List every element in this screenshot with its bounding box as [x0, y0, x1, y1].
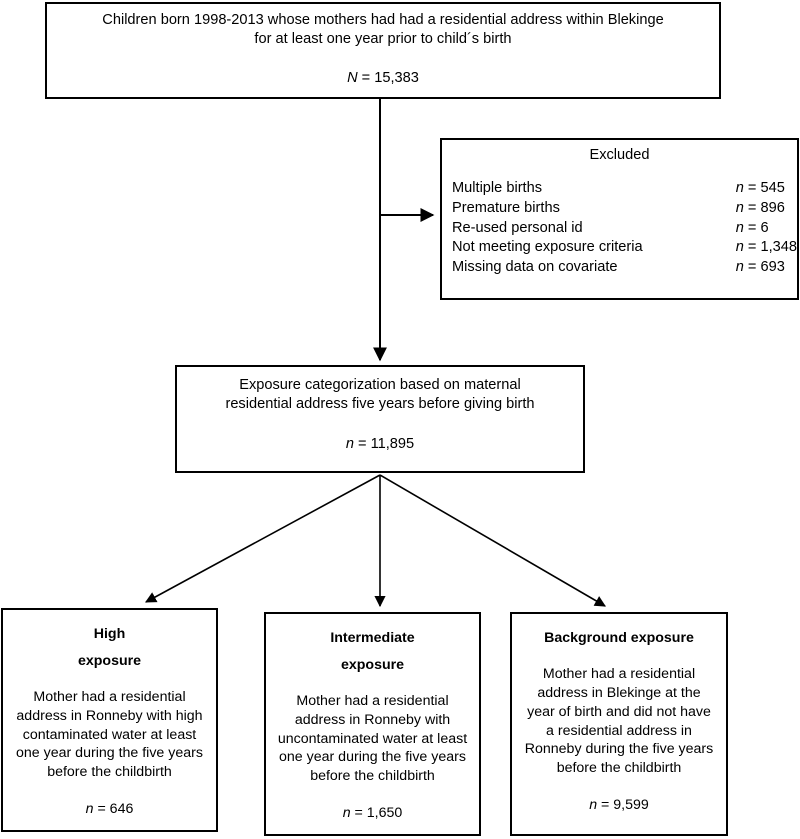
excluded-reason-value: = 545: [743, 180, 785, 197]
excluded-box: Excluded Multiple births n = 545 Prematu…: [440, 138, 799, 300]
excluded-reason-count: n = 896: [732, 199, 797, 219]
excluded-reason-label: Premature births: [452, 199, 560, 216]
excluded-reason-count: n = 545: [732, 179, 797, 199]
connector-exposure-to-background: [379, 474, 606, 607]
group-count: n = 1,650: [276, 804, 469, 823]
exposure-categorization-count-symbol: n: [345, 435, 354, 452]
excluded-reason-value: = 896: [743, 199, 785, 216]
group-box-background-exposure: Background exposure Mother had a residen…: [510, 612, 728, 836]
connector-exposure-to-high: [145, 474, 381, 603]
excluded-reason-count: n = 693: [732, 258, 797, 278]
excluded-reason-label: Re-used personal id: [452, 219, 583, 236]
source-cohort-count: N = 15,383: [57, 69, 709, 88]
excluded-reason-count: n = 1,348: [732, 238, 797, 258]
group-description: Mother had a residential address in Blek…: [524, 665, 714, 777]
exposure-categorization-count-value: = 11,895: [353, 435, 415, 452]
excluded-reason-symbol: n: [735, 180, 744, 197]
exposure-categorization-count: n = 11,895: [187, 435, 573, 454]
excluded-reason-value: = 1,348: [743, 239, 797, 256]
excluded-reason-label: Missing data on covariate: [452, 258, 618, 275]
excluded-reason-label: Not meeting exposure criteria: [452, 239, 643, 256]
group-count: n = 646: [13, 800, 206, 819]
group-count-symbol: n: [589, 797, 598, 814]
excluded-reasons-table: Multiple births n = 545 Premature births…: [442, 179, 797, 277]
group-count-value: = 9,599: [597, 797, 649, 814]
group-heading-line-1: Background exposure: [544, 630, 694, 646]
table-row: Multiple births n = 545: [442, 179, 797, 199]
excluded-reason-symbol: n: [735, 258, 744, 275]
group-heading-line-2: exposure: [340, 656, 405, 673]
source-cohort-count-symbol: N: [347, 69, 358, 86]
excluded-reason-label: Multiple births: [452, 180, 543, 197]
excluded-reason-value: = 6: [743, 219, 769, 236]
excluded-reason-symbol: n: [735, 219, 744, 236]
group-description: Mother had a residential address in Ronn…: [16, 688, 203, 781]
table-row: Missing data on covariate n = 693: [442, 258, 797, 278]
table-row: Premature births n = 896: [442, 199, 797, 219]
excluded-title: Excluded: [589, 147, 650, 163]
source-cohort-count-value: = 15,383: [357, 69, 419, 86]
excluded-reason-symbol: n: [735, 199, 744, 216]
source-cohort-box: Children born 1998-2013 whose mothers ha…: [45, 2, 721, 99]
group-count-symbol: n: [342, 805, 351, 822]
table-row: Not meeting exposure criteria n = 1,348: [442, 238, 797, 258]
group-box-intermediate-exposure: Intermediate exposure Mother had a resid…: [264, 612, 481, 836]
excluded-reason-value: = 693: [743, 258, 785, 275]
group-count-value: = 646: [93, 801, 134, 818]
group-heading-line-1: Intermediate: [330, 630, 415, 646]
excluded-reason-count: n = 6: [732, 219, 797, 239]
source-cohort-line-2: for at least one year prior to child´s b…: [254, 31, 512, 48]
group-count: n = 9,599: [522, 796, 716, 815]
source-cohort-line-1: Children born 1998-2013 whose mothers ha…: [102, 12, 664, 28]
exposure-categorization-box: Exposure categorization based on materna…: [175, 365, 585, 473]
exposure-categorization-line-1: Exposure categorization based on materna…: [239, 377, 521, 393]
exposure-categorization-line-2: residential address five years before gi…: [225, 396, 535, 413]
group-heading-line-2: exposure: [77, 652, 142, 669]
group-box-high-exposure: High exposure Mother had a residential a…: [1, 608, 218, 832]
excluded-reason-symbol: n: [735, 239, 744, 256]
group-count-value: = 1,650: [350, 805, 403, 822]
table-row: Re-used personal id n = 6: [442, 219, 797, 239]
group-heading-line-1: High: [93, 626, 126, 642]
group-description: Mother had a residential address in Ronn…: [277, 692, 468, 785]
group-count-symbol: n: [85, 801, 94, 818]
